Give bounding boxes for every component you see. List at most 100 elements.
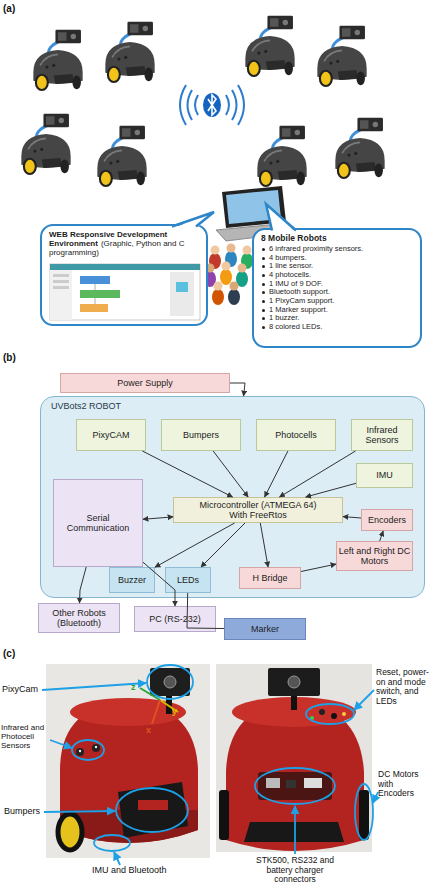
laptop-icon	[226, 190, 281, 224]
sensor-box: Infrared Sensors	[351, 419, 413, 451]
robot-photo-left	[166, 694, 172, 714]
users-group	[212, 289, 224, 305]
node-text: 6 infrared proximity sensors.	[261, 245, 373, 254]
node-text: 4 photocells.	[261, 271, 373, 280]
highlight-leaders	[147, 665, 193, 699]
bluetooth-symbol	[226, 95, 229, 115]
axis-label: y	[172, 706, 182, 716]
robot-photo-left	[46, 664, 210, 858]
robot-fleet	[105, 22, 154, 82]
node-title: IMU	[376, 470, 393, 480]
robot-photo-right	[288, 676, 300, 688]
robot-photo-right	[216, 664, 372, 852]
bluetooth-symbol	[188, 90, 193, 120]
users-group	[228, 289, 240, 305]
node-title: Left and Right DC Motors	[337, 546, 412, 567]
robot-fleet	[335, 118, 384, 178]
robot-photo-right	[291, 688, 297, 710]
sensor-box: Bumpers	[161, 419, 241, 451]
highlight-leaders	[255, 768, 335, 804]
node-text: 8 colored LEDs.	[261, 323, 373, 332]
callout-bubble: 8 Mobile Robots6 infrared proximity sens…	[252, 228, 422, 348]
bluetooth-symbol	[238, 85, 244, 125]
robot-photo-right	[319, 709, 325, 715]
robot-photo-left	[46, 664, 210, 858]
external-box: Other Robots (Bluetooth)	[38, 603, 120, 633]
node-title: 8 Mobile Robots	[261, 234, 365, 244]
users-group	[236, 271, 248, 287]
sensor-box: Photocells	[256, 419, 336, 451]
node-title: Serial Communication	[63, 513, 133, 534]
sensor-box: PixyCAM	[76, 419, 146, 451]
robot-photo-left	[70, 698, 186, 726]
users-group	[220, 269, 232, 285]
node-title: Microcontroller (ATMEGA 64) With FreeRto…	[193, 500, 323, 521]
bluetooth-symbol	[195, 95, 198, 115]
node-title: LEDs	[177, 575, 199, 585]
highlight-leaders	[72, 740, 104, 760]
robot-photo-right	[304, 778, 322, 788]
robot-fleet	[317, 26, 366, 86]
robot-photo-right	[266, 778, 280, 788]
node-title: Bumpers	[183, 430, 219, 440]
bluetooth-symbol	[208, 95, 216, 115]
robot-photo-left	[152, 700, 160, 724]
highlight-leaders	[373, 792, 378, 803]
robot-photo-right	[244, 822, 344, 842]
axis-label: z	[131, 682, 141, 692]
robot-fleet	[33, 30, 82, 90]
highlight-leaders	[50, 740, 72, 748]
users-group	[227, 244, 236, 253]
users-group	[225, 251, 237, 267]
robot-fleet	[97, 126, 146, 186]
node-text: 1 Marker support.	[261, 306, 373, 315]
robot-photo-left	[150, 668, 190, 696]
external-box: PC (RS-232)	[134, 606, 216, 632]
robot-photo-right	[268, 668, 320, 696]
highlight-leaders	[355, 784, 373, 840]
callout-label: DC Motors with Encoders	[378, 770, 430, 799]
robot-photo-left	[95, 746, 97, 748]
callout-label: Reset, power-on and mode switch, and LED…	[376, 668, 430, 706]
power-box: Power Supply	[60, 373, 230, 393]
drive-box: Left and Right DC Motors	[336, 541, 413, 571]
laptop-icon	[222, 186, 286, 228]
callout-label: Infrared and Photocell Sensors	[1, 724, 53, 751]
robot-photo-left	[58, 814, 82, 850]
robot-photo-right	[359, 790, 369, 840]
highlight-leaders	[306, 704, 354, 724]
node-text: 1 buzzer.	[261, 314, 373, 323]
bluetooth-symbol	[180, 85, 244, 125]
highlight-leaders	[94, 835, 130, 851]
bubble-tail	[266, 204, 296, 231]
robot-photo-left	[140, 688, 160, 700]
highlight-leaders	[116, 788, 188, 832]
controller-box: Microcontroller (ATMEGA 64) With FreeRto…	[173, 497, 343, 523]
robot-photo-left	[60, 810, 198, 843]
node-text: Bluetooth support.	[261, 288, 373, 297]
users-group	[238, 264, 247, 273]
node-title: Encoders	[368, 515, 406, 525]
robot-photo-left	[164, 676, 176, 688]
node-title: Buzzer	[118, 575, 146, 585]
node-text: 1 IMU of 9 DOF.	[261, 280, 373, 289]
users-group	[209, 253, 221, 269]
users-group	[243, 246, 252, 255]
robot-photo-left	[76, 748, 84, 756]
panel-label: (c)	[3, 648, 33, 659]
robot-photo-right	[258, 772, 332, 800]
robot-fleet	[245, 16, 294, 76]
robot-photo-left	[92, 744, 100, 752]
robot-photo-right	[226, 700, 364, 851]
robot-photo-left	[79, 750, 81, 752]
node-title: Photocells	[275, 430, 317, 440]
drive-box: Encoders	[361, 509, 413, 531]
robot-fleet	[257, 126, 306, 186]
connector-arrow	[230, 383, 245, 396]
highlight-leaders	[44, 811, 115, 812]
callout-label: PixyCam	[2, 684, 48, 694]
node-title: Power Supply	[117, 378, 173, 388]
highlight-leaders	[42, 683, 146, 690]
callout-label: STK500, RS232 and battery charger connec…	[245, 856, 345, 885]
